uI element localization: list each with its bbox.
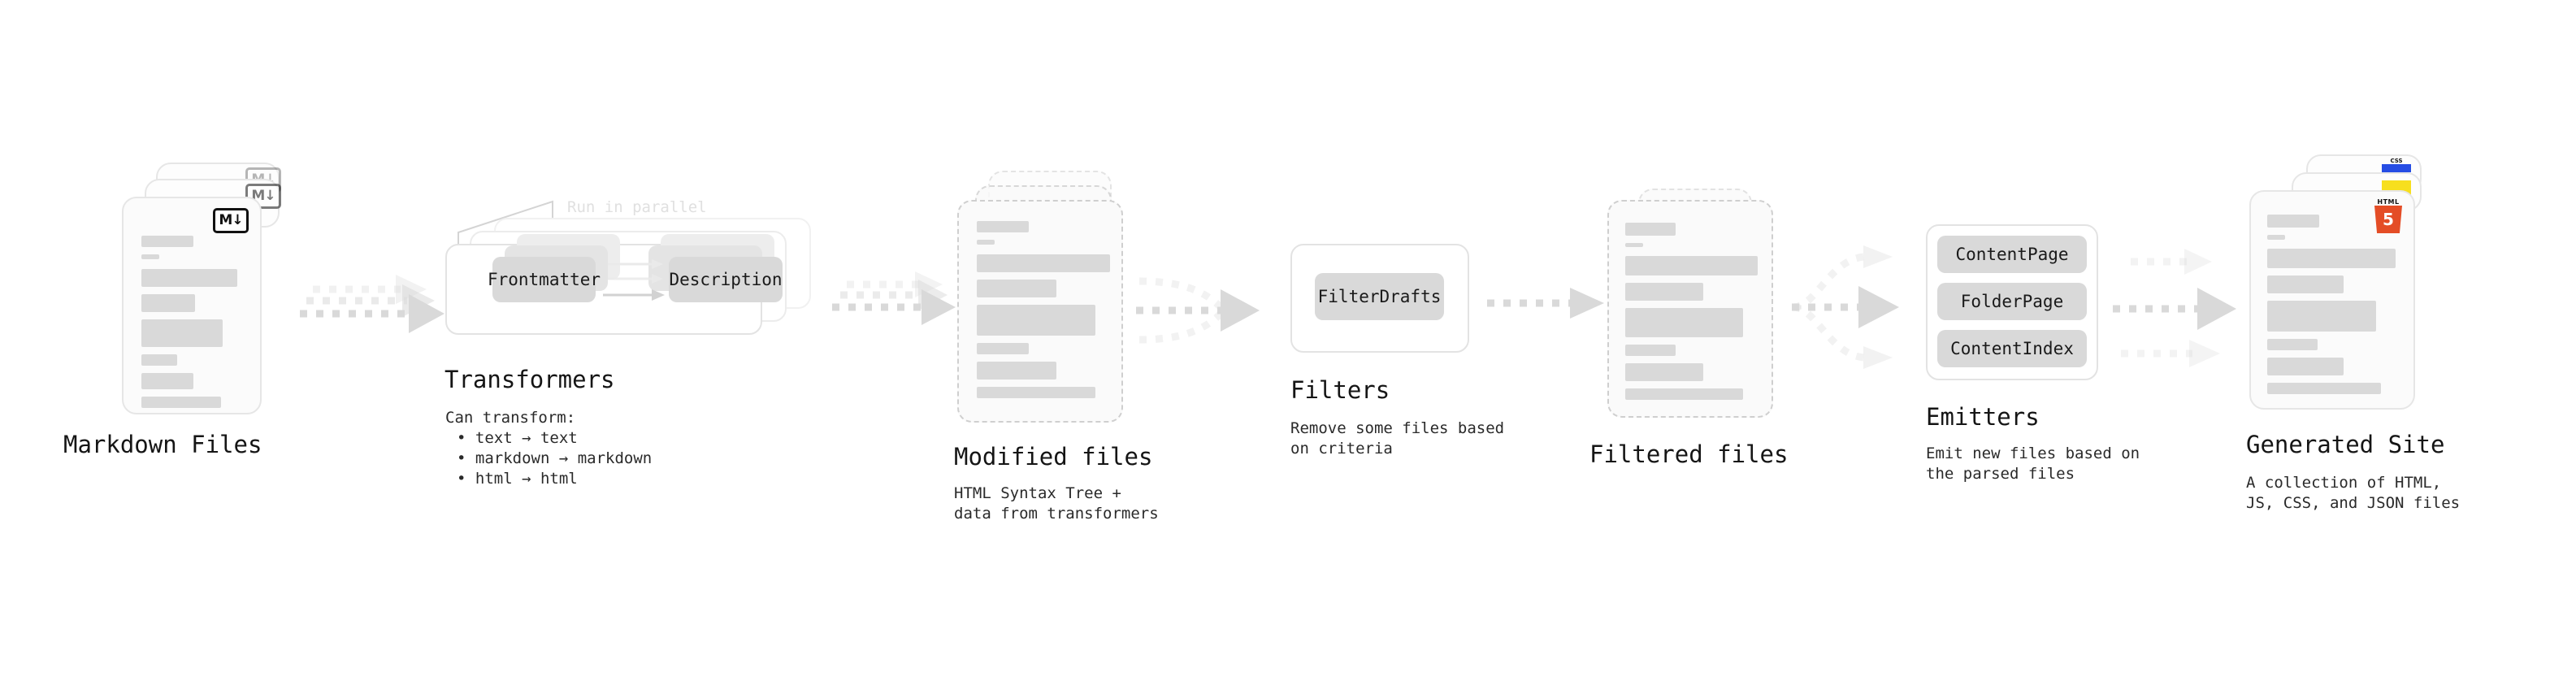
stage-title-generated-site: Generated Site bbox=[2246, 431, 2445, 458]
html5-shield: 5 bbox=[2374, 206, 2402, 233]
transformers-bullet-1: • markdown → markdown bbox=[457, 449, 653, 467]
arrow-modified-to-filters bbox=[1136, 277, 1260, 344]
generated-site-stack: CSS HTML 5 bbox=[2249, 154, 2461, 414]
chip-label: Description bbox=[669, 270, 783, 289]
chip-label: ContentIndex bbox=[1950, 339, 2074, 358]
stage-filtered-files: Filtered files bbox=[1589, 189, 1794, 468]
chip-label: ContentPage bbox=[1955, 245, 2069, 264]
chip-contentpage[interactable]: ContentPage bbox=[1937, 236, 2087, 273]
doc-placeholder-lines bbox=[141, 236, 247, 415]
stage-markdown-files: M↓ M↓ M↓ Markdown Files bbox=[63, 163, 325, 458]
stage-title-markdown-files: Markdown Files bbox=[63, 431, 262, 458]
run-in-parallel-label: Run in parallel bbox=[567, 198, 707, 216]
run-in-parallel-bracket bbox=[458, 200, 553, 249]
arrow-filters-to-filtered bbox=[1487, 288, 1604, 319]
filtered-file-stack bbox=[1607, 189, 1794, 424]
css3-icon: CSS bbox=[2382, 158, 2411, 172]
html5-icon: HTML 5 bbox=[2373, 198, 2404, 234]
chip-description[interactable]: Description bbox=[669, 257, 783, 302]
doc-placeholder-lines bbox=[2267, 215, 2400, 401]
arrow-markdown-to-transformers bbox=[300, 275, 445, 333]
css-label: CSS bbox=[2390, 158, 2403, 164]
filtered-card-front bbox=[1607, 200, 1773, 418]
generated-card-front: HTML 5 bbox=[2249, 190, 2415, 410]
transformers-bullet-2: • html → html bbox=[457, 470, 578, 488]
doc-placeholder-lines bbox=[977, 221, 1110, 406]
stage-modified-files: Modified files HTML Syntax Tree + data f… bbox=[954, 171, 1159, 523]
chip-label: Frontmatter bbox=[487, 270, 601, 289]
markdown-file-stack: M↓ M↓ M↓ bbox=[122, 163, 325, 414]
chip-frontmatter[interactable]: Frontmatter bbox=[488, 257, 601, 302]
generated-site-caption: A collection of HTML, JS, CSS, and JSON … bbox=[2246, 474, 2461, 512]
stage-title-transformers: Transformers bbox=[445, 366, 615, 393]
chip-label: FilterDrafts bbox=[1317, 287, 1442, 306]
stage-generated-site: CSS HTML 5 bbox=[2246, 154, 2461, 512]
markdown-icon: M↓ bbox=[213, 208, 249, 233]
filters-caption: Remove some files based on criteria bbox=[1290, 419, 1505, 458]
arrow-emitters-to-generated bbox=[2113, 249, 2236, 367]
modified-card-front bbox=[957, 200, 1123, 423]
chip-folderpage[interactable]: FolderPage bbox=[1937, 283, 2087, 320]
arrow-transformers-to-modified bbox=[832, 271, 956, 325]
emitters-caption: Emit new files based on the parsed files bbox=[1926, 445, 2140, 483]
transformers-caption-intro: Can transform: bbox=[445, 409, 576, 427]
transformers-bullet-0: • text → text bbox=[457, 429, 578, 447]
stage-title-filters: Filters bbox=[1290, 376, 1390, 404]
chip-contentindex[interactable]: ContentIndex bbox=[1937, 330, 2087, 367]
chip-label: FolderPage bbox=[1960, 292, 2064, 311]
stage-title-emitters: Emitters bbox=[1926, 403, 2040, 431]
stage-title-modified-files: Modified files bbox=[954, 443, 1153, 471]
stage-title-filtered-files: Filtered files bbox=[1589, 440, 1789, 468]
modified-file-stack bbox=[957, 171, 1144, 423]
doc-placeholder-lines bbox=[1625, 223, 1759, 407]
markdown-card-front: M↓ bbox=[122, 197, 262, 414]
arrow-filtered-to-emitters bbox=[1792, 245, 1899, 369]
modified-files-caption: HTML Syntax Tree + data from transformer… bbox=[954, 484, 1159, 523]
transformer-inner-arrows bbox=[603, 259, 665, 301]
html5-label: HTML bbox=[2377, 198, 2400, 206]
chip-filterdrafts[interactable]: FilterDrafts bbox=[1315, 273, 1444, 320]
